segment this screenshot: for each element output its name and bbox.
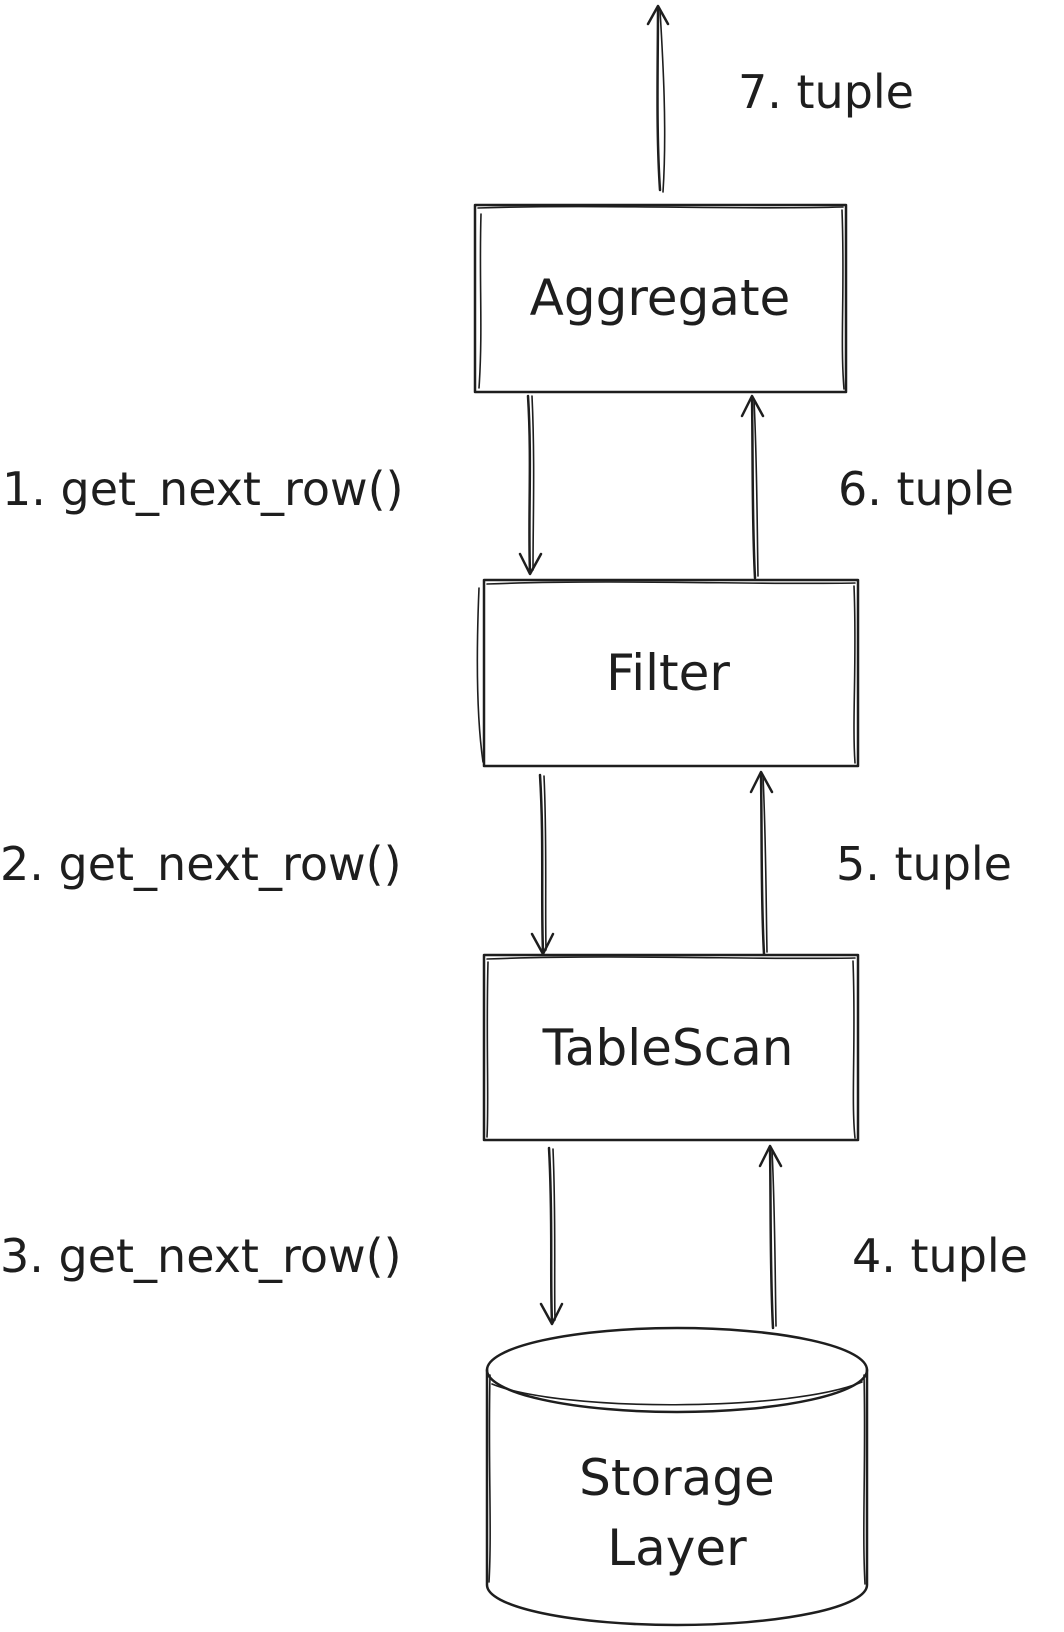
label-call-1: 1. get_next_row() xyxy=(2,462,404,516)
label-call-3: 3. get_next_row() xyxy=(0,1229,402,1283)
tablescan-label: TableScan xyxy=(542,1019,794,1077)
filter-label: Filter xyxy=(606,644,730,702)
tablescan-node xyxy=(482,953,860,1142)
arrow-tuple-4 xyxy=(758,1144,783,1330)
label-tuple-4: 4. tuple xyxy=(852,1229,1028,1283)
arrow-call-3 xyxy=(539,1146,564,1326)
filter-node xyxy=(476,578,860,768)
arrow-call-2 xyxy=(530,773,555,956)
storage-label-line2: Layer xyxy=(607,1519,747,1577)
label-call-2: 2. get_next_row() xyxy=(0,837,402,891)
arrow-tuple-7 xyxy=(646,4,670,193)
label-tuple-7: 7. tuple xyxy=(738,65,914,119)
label-tuple-6: 6. tuple xyxy=(838,462,1014,516)
arrow-call-1 xyxy=(518,394,543,576)
aggregate-node xyxy=(473,203,848,394)
label-tuple-5: 5. tuple xyxy=(836,837,1012,891)
arrow-tuple-6 xyxy=(740,394,765,580)
storage-layer-node xyxy=(485,1326,869,1627)
storage-label-line1: Storage xyxy=(579,1449,775,1507)
aggregate-label: Aggregate xyxy=(530,269,791,327)
arrow-tuple-5 xyxy=(749,770,774,956)
